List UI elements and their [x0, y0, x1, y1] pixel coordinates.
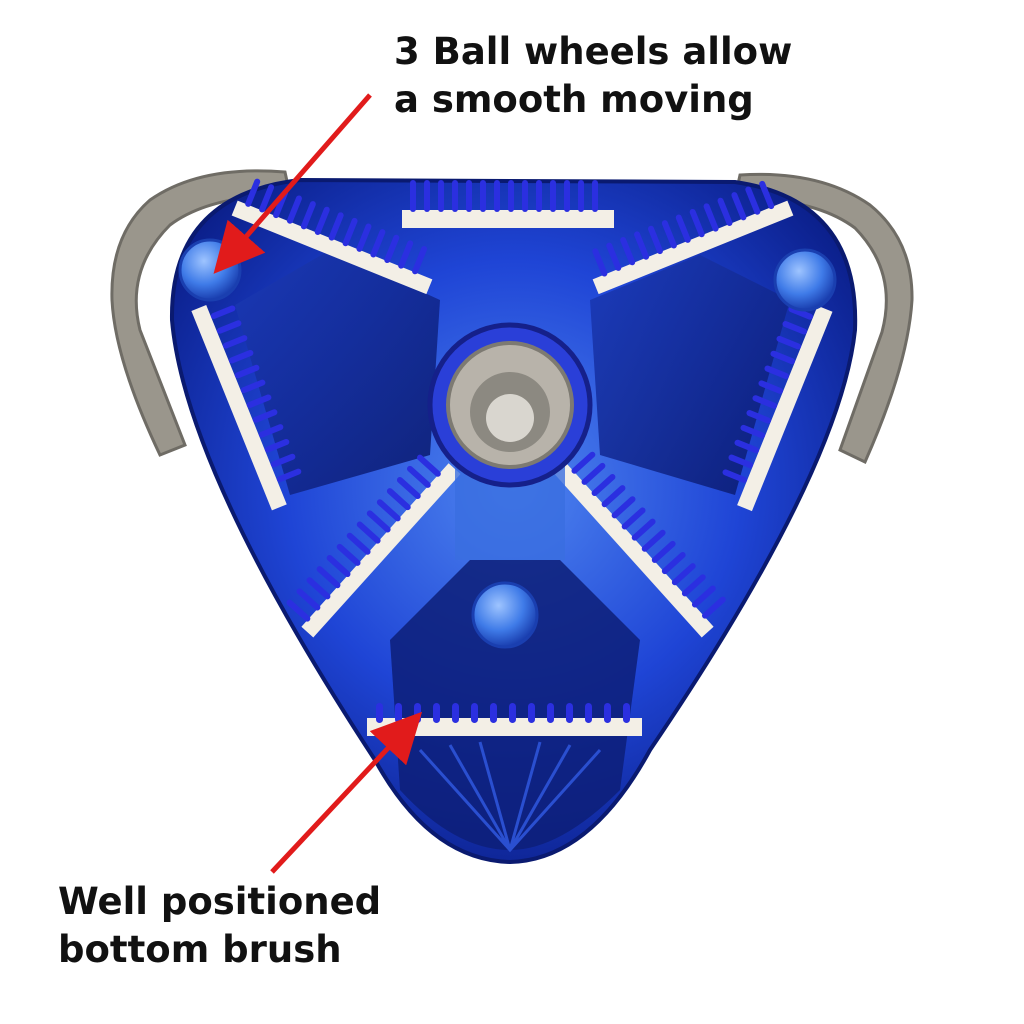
left-bumper	[110, 169, 292, 457]
ball-wheel-right	[773, 248, 837, 312]
caption-line: 3 Ball wheels allow	[394, 30, 793, 73]
lower-right-diagonal-brush	[554, 451, 726, 638]
caption-line: bottom brush	[58, 928, 342, 971]
ball-wheels-caption: 3 Ball wheels allow a smooth moving	[394, 28, 792, 124]
left-panel	[235, 250, 440, 495]
ball-wheel-bottom	[471, 581, 539, 649]
red-arrow-icon	[270, 711, 423, 874]
red-arrow-icon	[213, 93, 372, 274]
top-brush	[402, 180, 614, 228]
upper-left-brush	[231, 178, 433, 295]
bottom-brush-caption: Well positioned bottom brush	[58, 878, 381, 974]
right-bumper	[733, 172, 914, 465]
lower-left-diagonal-brush	[286, 454, 461, 638]
right-side-brush	[722, 305, 833, 512]
suction-port	[427, 322, 593, 560]
upper-right-brush	[592, 180, 794, 295]
caption-line: a smooth moving	[394, 78, 754, 121]
right-panel	[590, 255, 790, 495]
bottom-fins	[418, 741, 602, 853]
ball-wheel-left	[178, 238, 242, 302]
left-side-brush	[191, 305, 302, 511]
caption-line: Well positioned	[58, 880, 382, 923]
